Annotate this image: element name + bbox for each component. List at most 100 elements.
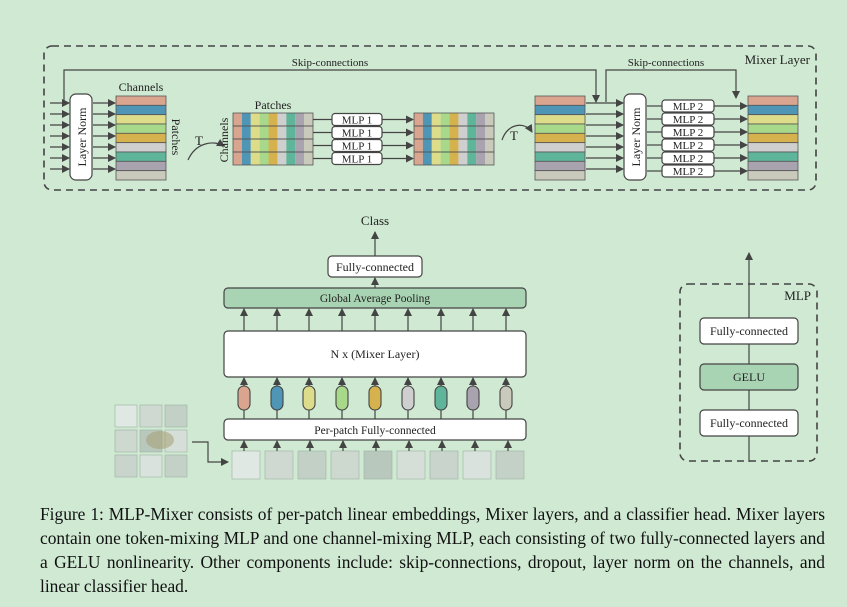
image-patch bbox=[114, 404, 138, 428]
patch-tokens bbox=[237, 377, 513, 419]
per-patch-fully-connected-label: Per-patch Fully-connected bbox=[314, 425, 436, 437]
mixer-layer-title: Mixer Layer bbox=[745, 52, 811, 67]
layer-norm-2-label: Layer Norm bbox=[629, 107, 643, 167]
figure-caption: Figure 1: MLP-Mixer consists of per-patc… bbox=[40, 504, 825, 596]
layer-norm-1-label: Layer Norm bbox=[75, 107, 89, 167]
transposed-table bbox=[232, 112, 314, 166]
output-table bbox=[747, 95, 799, 181]
token bbox=[237, 385, 251, 411]
patch bbox=[330, 450, 360, 480]
table4-row bbox=[534, 123, 586, 134]
table5-row bbox=[747, 95, 799, 106]
table4-row bbox=[534, 95, 586, 106]
channels-label: Channels bbox=[119, 80, 164, 94]
mlp1-label: MLP 1 bbox=[342, 115, 372, 127]
head-fully-connected-label: Fully-connected bbox=[336, 260, 414, 274]
table1-row bbox=[115, 142, 167, 153]
mixer-to-pool-arrows bbox=[240, 308, 510, 331]
mixer-layer-panel: Mixer Layer Skip-connections Skip-connec… bbox=[43, 45, 817, 191]
table1-row bbox=[115, 160, 167, 172]
image-patch bbox=[114, 454, 138, 478]
patch-sequence bbox=[231, 440, 525, 480]
gelu-label: GELU bbox=[733, 370, 765, 384]
image-patch bbox=[114, 429, 138, 453]
table5-row bbox=[747, 114, 799, 125]
image-patch bbox=[164, 454, 188, 478]
mlp2-label: MLP 2 bbox=[673, 114, 703, 126]
table5-row bbox=[747, 132, 799, 144]
mlp2-label: MLP 2 bbox=[673, 166, 703, 178]
mlp-fully-connected-2 bbox=[699, 409, 799, 437]
channel-table bbox=[534, 95, 586, 181]
table4-row bbox=[534, 170, 586, 181]
mlp-fully-connected-2-label: Fully-connected bbox=[710, 416, 788, 430]
mlp1-label: MLP 1 bbox=[342, 128, 372, 140]
layer-norm-1-arrows bbox=[93, 99, 116, 173]
patch bbox=[231, 450, 261, 480]
mlp-block-border bbox=[679, 283, 818, 462]
image-patch bbox=[139, 454, 163, 478]
table4-row bbox=[534, 114, 586, 125]
patch bbox=[264, 450, 294, 480]
table4-row bbox=[534, 160, 586, 172]
mixer-layer-stack-label: N x (Mixer Layer) bbox=[331, 347, 420, 361]
token bbox=[401, 385, 415, 411]
token-mixed-table bbox=[413, 112, 495, 166]
table5-row bbox=[747, 160, 799, 172]
table4-row bbox=[534, 132, 586, 144]
image-object bbox=[146, 431, 174, 449]
mlp-mixer-diagram: Mixer Layer Skip-connections Skip-connec… bbox=[43, 45, 818, 480]
table3-row bbox=[413, 151, 495, 166]
table4-row bbox=[534, 142, 586, 153]
table1-row bbox=[115, 132, 167, 144]
mlp2-label: MLP 2 bbox=[673, 101, 703, 113]
transpose-arrow-1 bbox=[187, 138, 225, 161]
layer-norm-1 bbox=[69, 93, 93, 181]
table1-row bbox=[115, 123, 167, 134]
skip-connection-2 bbox=[605, 69, 740, 102]
token bbox=[270, 385, 284, 411]
gelu-box bbox=[699, 363, 799, 391]
table4-row bbox=[534, 151, 586, 162]
patchify-arrow bbox=[192, 441, 229, 466]
patch bbox=[429, 450, 459, 480]
input-image-patches-grid bbox=[114, 404, 188, 478]
layer-norm-2 bbox=[623, 93, 647, 181]
patch bbox=[396, 450, 426, 480]
transpose-label-1: T bbox=[195, 133, 203, 148]
global-average-pooling-label: Global Average Pooling bbox=[320, 293, 431, 305]
table1-row bbox=[115, 114, 167, 125]
skip-connection-label-1: Skip-connections bbox=[292, 57, 368, 69]
patches-label: Patches bbox=[255, 98, 292, 112]
patch bbox=[297, 450, 327, 480]
token bbox=[368, 385, 382, 411]
channels-label-vertical: Channels bbox=[217, 117, 231, 162]
table-4-arrows bbox=[586, 99, 624, 173]
skip-connection-label-2: Skip-connections bbox=[628, 57, 704, 69]
mlp-block-title: MLP bbox=[784, 288, 811, 303]
token bbox=[499, 385, 513, 411]
patches-label-vertical: Patches bbox=[169, 119, 183, 156]
table5-row bbox=[747, 104, 799, 116]
class-label: Class bbox=[361, 213, 389, 228]
mlp-fully-connected-1-label: Fully-connected bbox=[710, 324, 788, 338]
mlp-fully-connected-1 bbox=[699, 317, 799, 345]
table1-row bbox=[115, 151, 167, 162]
mlp2-label: MLP 2 bbox=[673, 153, 703, 165]
mlp2-label: MLP 2 bbox=[673, 127, 703, 139]
image-patch bbox=[164, 404, 188, 428]
mlp1-label: MLP 1 bbox=[342, 141, 372, 153]
table5-row bbox=[747, 123, 799, 134]
patch bbox=[495, 450, 525, 480]
patch bbox=[363, 450, 393, 480]
main-pipeline: Class Fully-connected Global Average Poo… bbox=[114, 213, 527, 480]
image-patch bbox=[139, 404, 163, 428]
mlp2-label: MLP 2 bbox=[673, 140, 703, 152]
input-arrows bbox=[50, 99, 70, 173]
skip-connection-1 bbox=[63, 69, 600, 104]
token bbox=[335, 385, 349, 411]
table1-row bbox=[115, 95, 167, 106]
token bbox=[434, 385, 448, 411]
